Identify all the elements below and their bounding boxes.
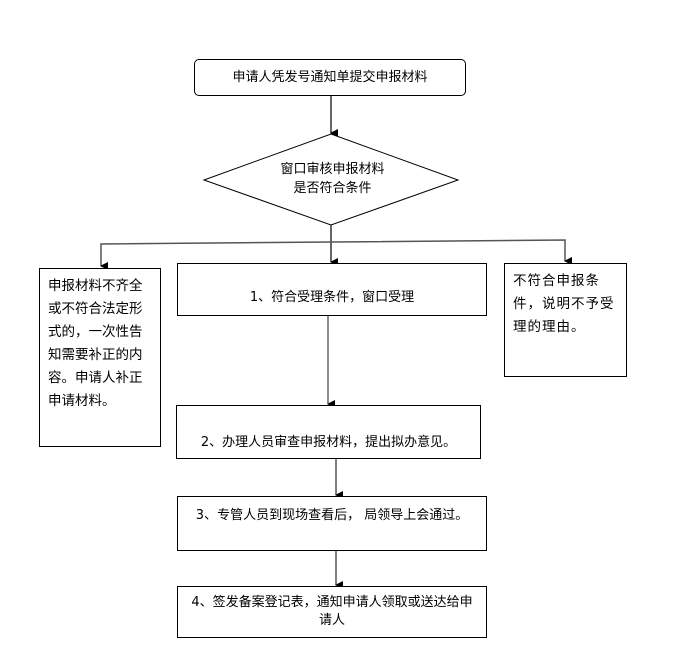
start-box: 申请人凭发号通知单提交申报材料 (194, 59, 466, 96)
decision-label: 窗口审核申报材料 是否符合条件 (205, 160, 460, 198)
arrow-decision-to-right (330, 239, 572, 265)
branch-left-label: 申报材料不齐全或不符合法定形式的，一次性告知需要补正的内容。申请人补正申请材料。 (48, 278, 143, 409)
step-2-box: 2、办理人员审查申报材料，提出拟办意见。 (176, 405, 481, 459)
branch-right-box: 不符合申报条件，说明不予受理的理由。 (504, 263, 627, 377)
start-label: 申请人凭发号通知单提交申报材料 (232, 69, 428, 85)
step-1-box: 1、符合受理条件，窗口受理 (177, 263, 487, 316)
step-3-box: 3、专管人员到现场查看后， 局领导上会通过。 (177, 496, 487, 551)
decision-line-1: 窗口审核申报材料 (280, 162, 385, 177)
step-3-label: 3、专管人员到现场查看后， 局领导上会通过。 (195, 508, 469, 523)
step-1-label: 1、符合受理条件，窗口受理 (249, 290, 415, 305)
step-4-box: 4、签发备案登记表，通知申请人领取或送达给申请人 (177, 586, 487, 638)
branch-right-label: 不符合申报条件，说明不予受理的理由。 (513, 273, 615, 335)
step-2-label: 2、办理人员审查申报材料，提出拟办意见。 (200, 435, 457, 450)
decision-line-2: 是否符合条件 (293, 181, 372, 196)
arrow-decision-to-left (100, 241, 332, 270)
step-4-label: 4、签发备案登记表，通知申请人领取或送达给申请人 (191, 595, 473, 628)
branch-left-box: 申报材料不齐全或不符合法定形式的，一次性告知需要补正的内容。申请人补正申请材料。 (39, 268, 161, 447)
